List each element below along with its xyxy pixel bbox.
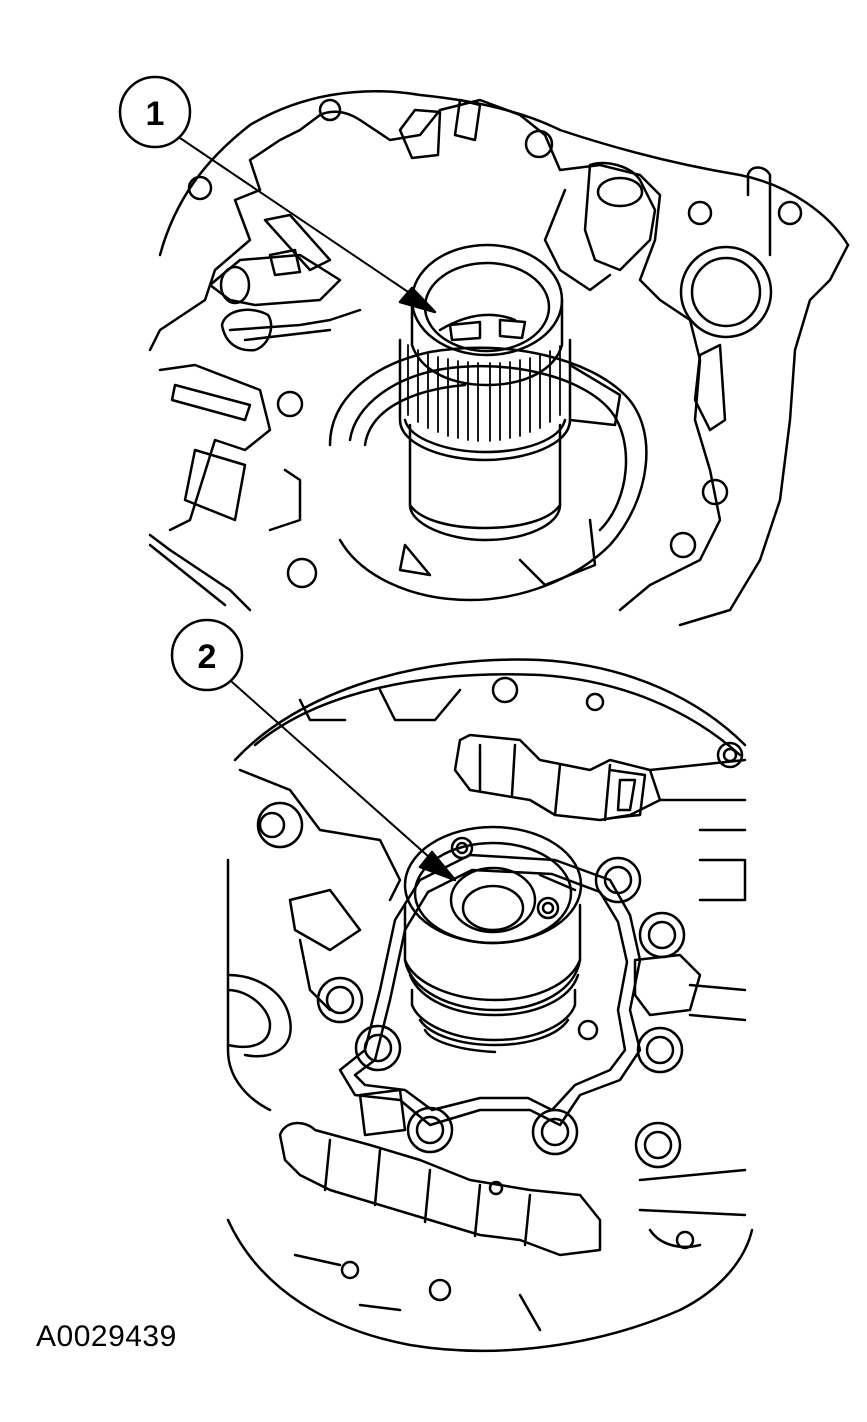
leader-line-2 (231, 681, 439, 866)
lower-view-pump-housing (226, 658, 754, 1352)
pump-bolt-holes (316, 856, 686, 1169)
arrowhead-1 (398, 286, 437, 314)
callout-2: 2 (170, 618, 457, 882)
callout-1-label: 1 (146, 95, 165, 133)
callout-2-label: 2 (198, 638, 217, 676)
callout-2-circle (170, 618, 244, 692)
callout-1-circle (118, 75, 192, 149)
leader-line-1 (179, 137, 421, 301)
upper-view-case (148, 90, 850, 627)
pump-body (316, 825, 686, 1169)
arrowhead-2 (418, 850, 457, 882)
figure-id-label: A0029439 (36, 1320, 177, 1353)
callout-1: 1 (118, 75, 437, 314)
